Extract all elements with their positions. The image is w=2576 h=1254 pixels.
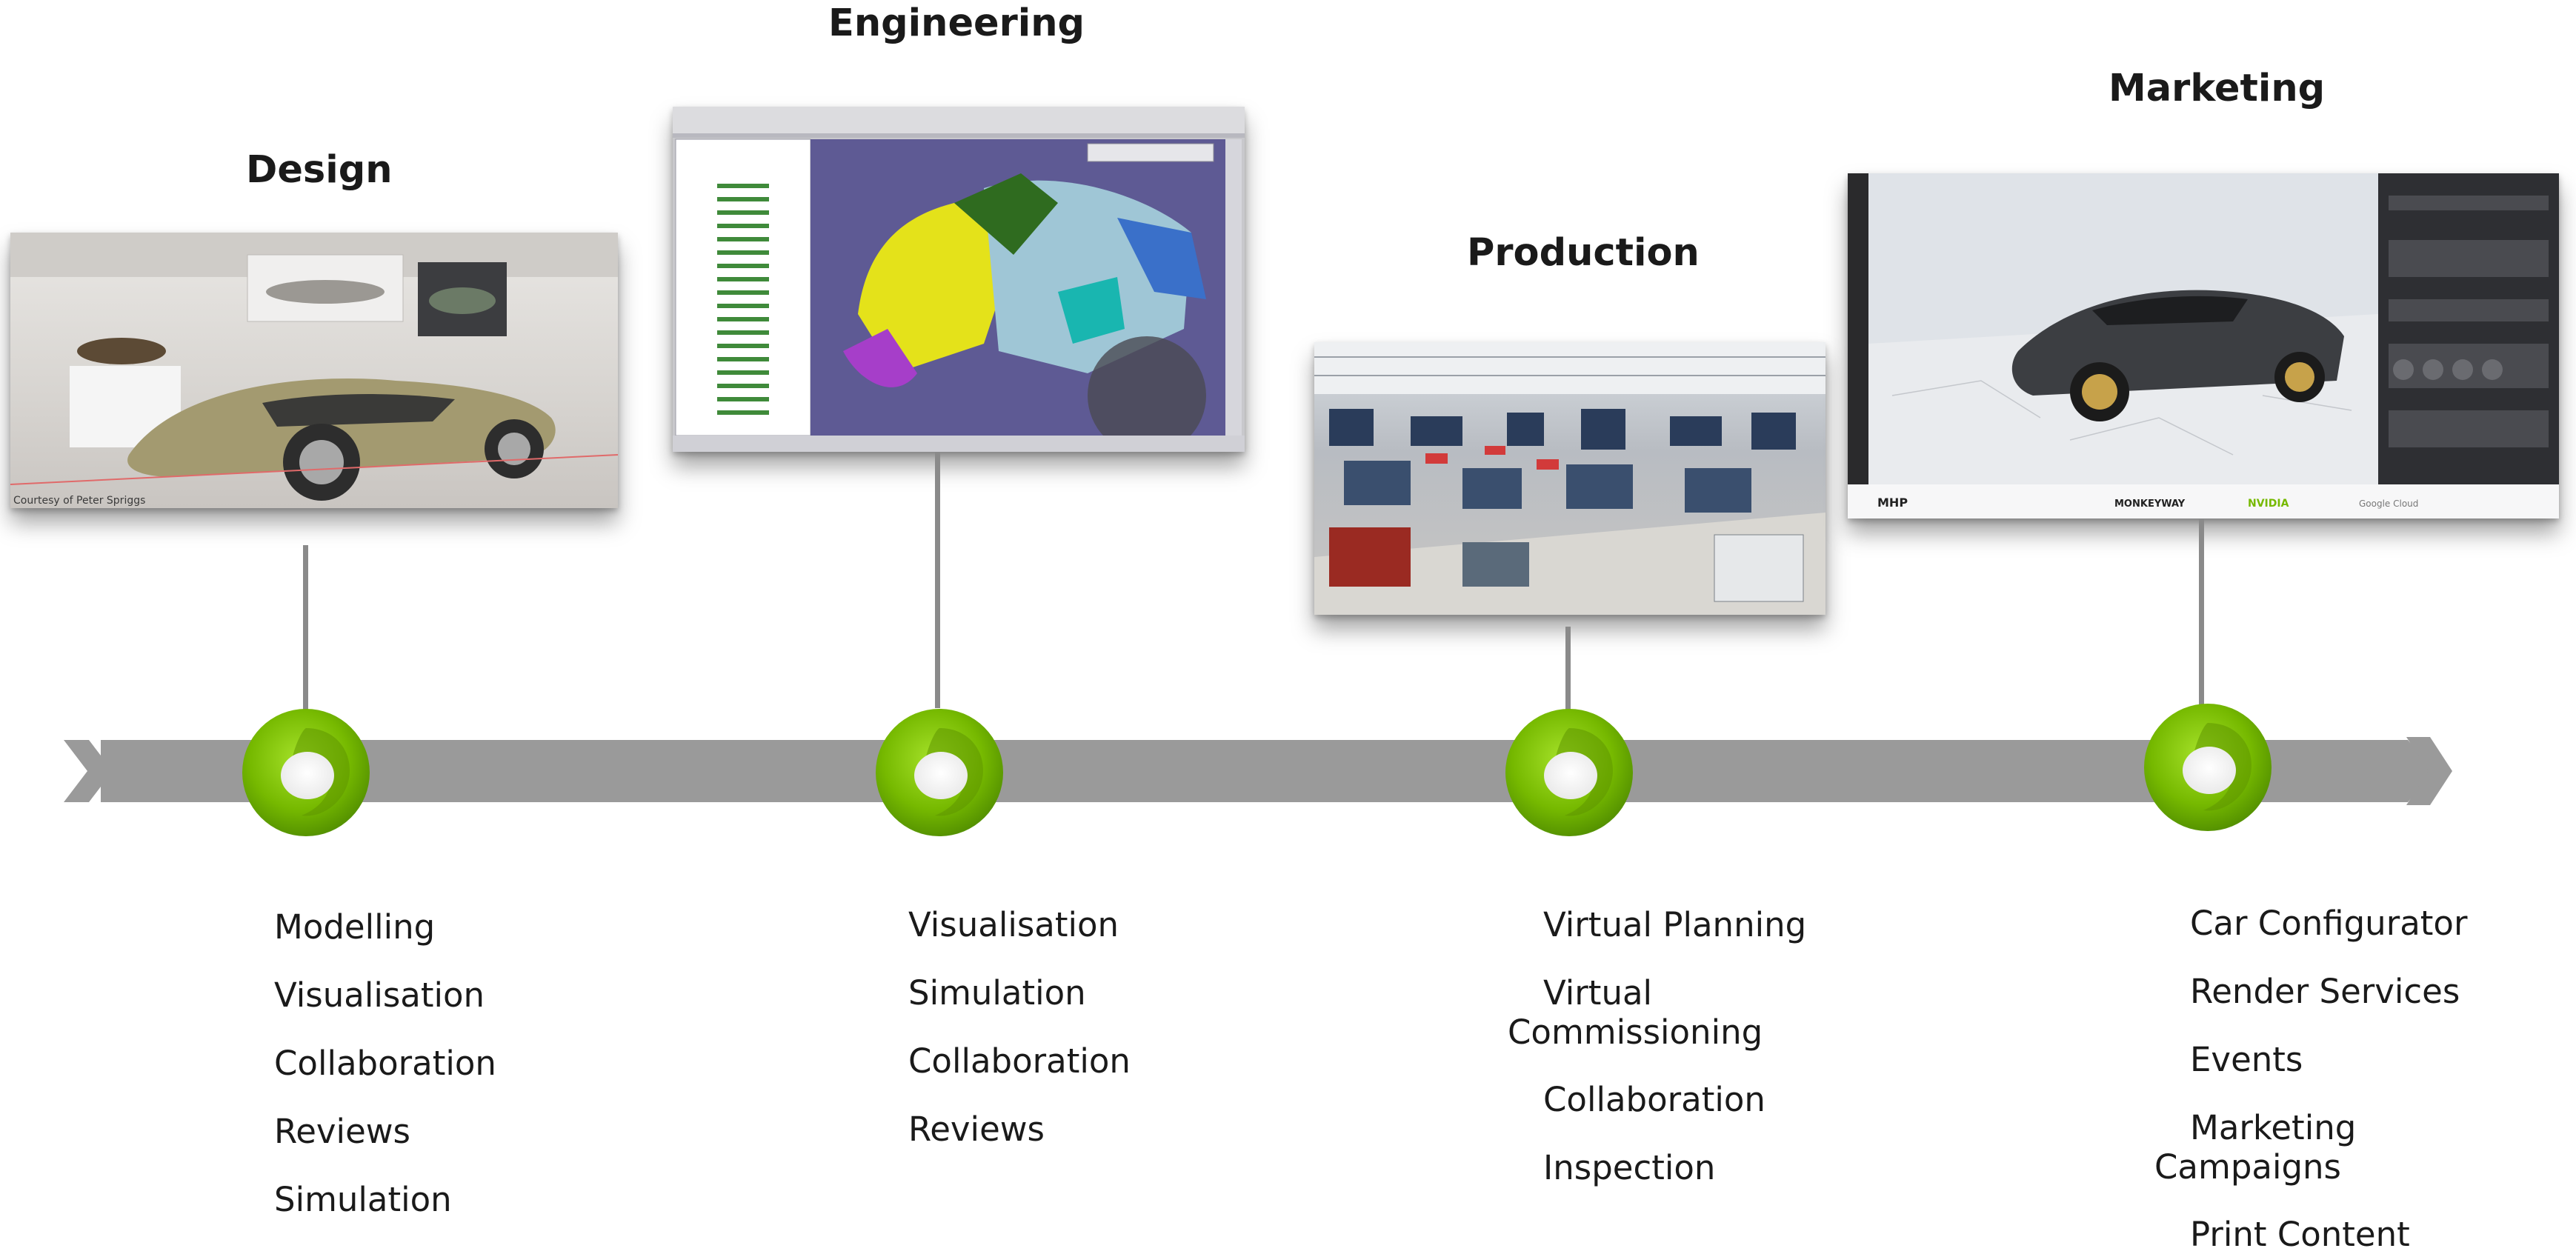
- list-item: Collaboration: [1543, 1080, 1765, 1119]
- marketing-image: MHP MONKEYWAY NVIDIA Google Cloud: [1848, 173, 2559, 518]
- list-item: Modelling: [274, 907, 436, 947]
- nvidia-swirl-icon: [1505, 709, 1633, 836]
- connector-production: [1565, 627, 1571, 710]
- nvidia-swirl-icon: [876, 709, 1003, 836]
- chevron-right-icon: [2406, 737, 2452, 805]
- stage-title-production: Production: [1467, 231, 1700, 275]
- nvidia-swirl-icon: [2144, 704, 2272, 831]
- list-item: Virtual Commissioning: [1508, 973, 1763, 1052]
- chevron-right-icon: [64, 740, 113, 802]
- production-items: Virtual Planning Virtual Commissioning C…: [1508, 905, 1826, 1201]
- design-items: Modelling Visualisation Collaboration Re…: [274, 907, 585, 1233]
- marketing-logo-nvidia: NVIDIA: [2248, 498, 2289, 510]
- marketing-logo-monkeyway: MONKEYWAY: [2114, 498, 2186, 510]
- list-item: Car Configurator: [2190, 904, 2468, 943]
- nvidia-swirl-icon: [242, 709, 370, 836]
- marketing-logo-google-cloud: Google Cloud: [2359, 498, 2418, 509]
- marketing-logo-mhp: MHP: [1877, 496, 1908, 510]
- timeline-band: [101, 740, 2390, 802]
- list-item: Reviews: [908, 1110, 1045, 1149]
- list-item: Simulation: [908, 973, 1086, 1013]
- design-image-caption: Courtesy of Peter Spriggs: [13, 495, 145, 507]
- list-item: Collaboration: [274, 1044, 496, 1083]
- list-item: Inspection: [1543, 1148, 1716, 1187]
- timeline-band-tip: [2390, 740, 2434, 802]
- marketing-items: Car Configurator Render Services Events …: [2154, 904, 2495, 1254]
- design-image: Courtesy of Peter Spriggs: [10, 233, 618, 508]
- connector-engineering: [935, 452, 940, 708]
- timeline-bar: [64, 737, 2452, 805]
- list-item: Render Services: [2190, 972, 2460, 1011]
- engineering-image: [673, 107, 1245, 452]
- list-item: Events: [2190, 1040, 2303, 1079]
- list-item: Visualisation: [274, 975, 485, 1015]
- connector-marketing: [2199, 518, 2204, 708]
- list-item: Collaboration: [908, 1041, 1131, 1081]
- list-item: Print Content: [2190, 1215, 2410, 1254]
- engineering-items: Visualisation Simulation Collaboration R…: [908, 905, 1219, 1172]
- list-item: Marketing Campaigns: [2154, 1108, 2357, 1187]
- stage-title-marketing: Marketing: [2109, 67, 2326, 110]
- list-item: Reviews: [274, 1112, 410, 1151]
- list-item: Visualisation: [908, 905, 1119, 944]
- list-item: Virtual Planning: [1543, 905, 1807, 944]
- list-item: Simulation: [274, 1180, 452, 1219]
- stage-title-design: Design: [246, 148, 393, 192]
- stage-title-engineering: Engineering: [828, 1, 1085, 45]
- production-image: [1314, 342, 1826, 615]
- connector-design: [303, 545, 308, 710]
